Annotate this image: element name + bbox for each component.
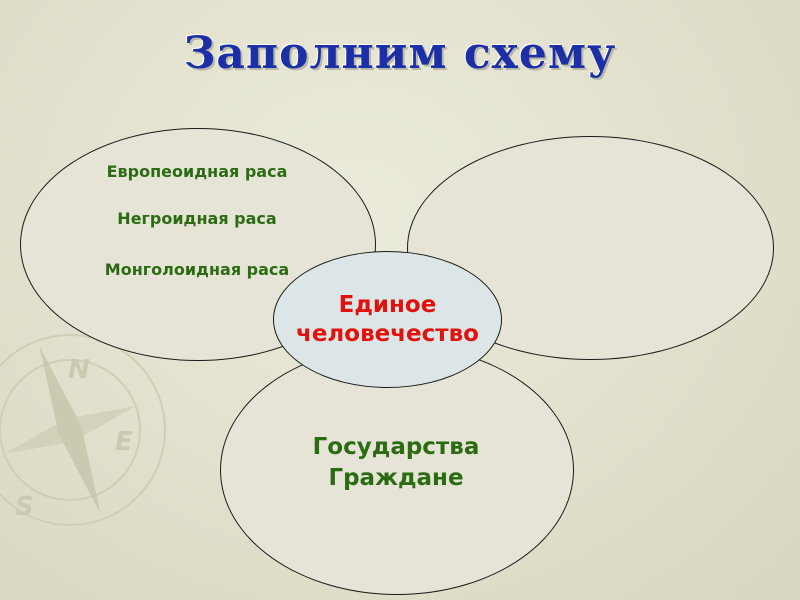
states-line: Государства [312,434,480,460]
svg-text:E: E [115,427,133,457]
states-text: Государства Граждане [250,432,542,494]
citizens-line: Граждане [328,465,464,491]
race-item: Негроидная раса [117,209,277,228]
slide-title: Заполним схему [183,28,617,79]
svg-text:N: N [68,355,90,385]
compass-watermark-icon: N E S [0,334,166,526]
center-label: Единое человечество [296,292,479,347]
race-item: Монголоидная раса [104,260,290,279]
race-item: Европеоидная раса [106,162,288,181]
svg-text:S: S [15,492,34,522]
ellipse-center [273,251,502,388]
